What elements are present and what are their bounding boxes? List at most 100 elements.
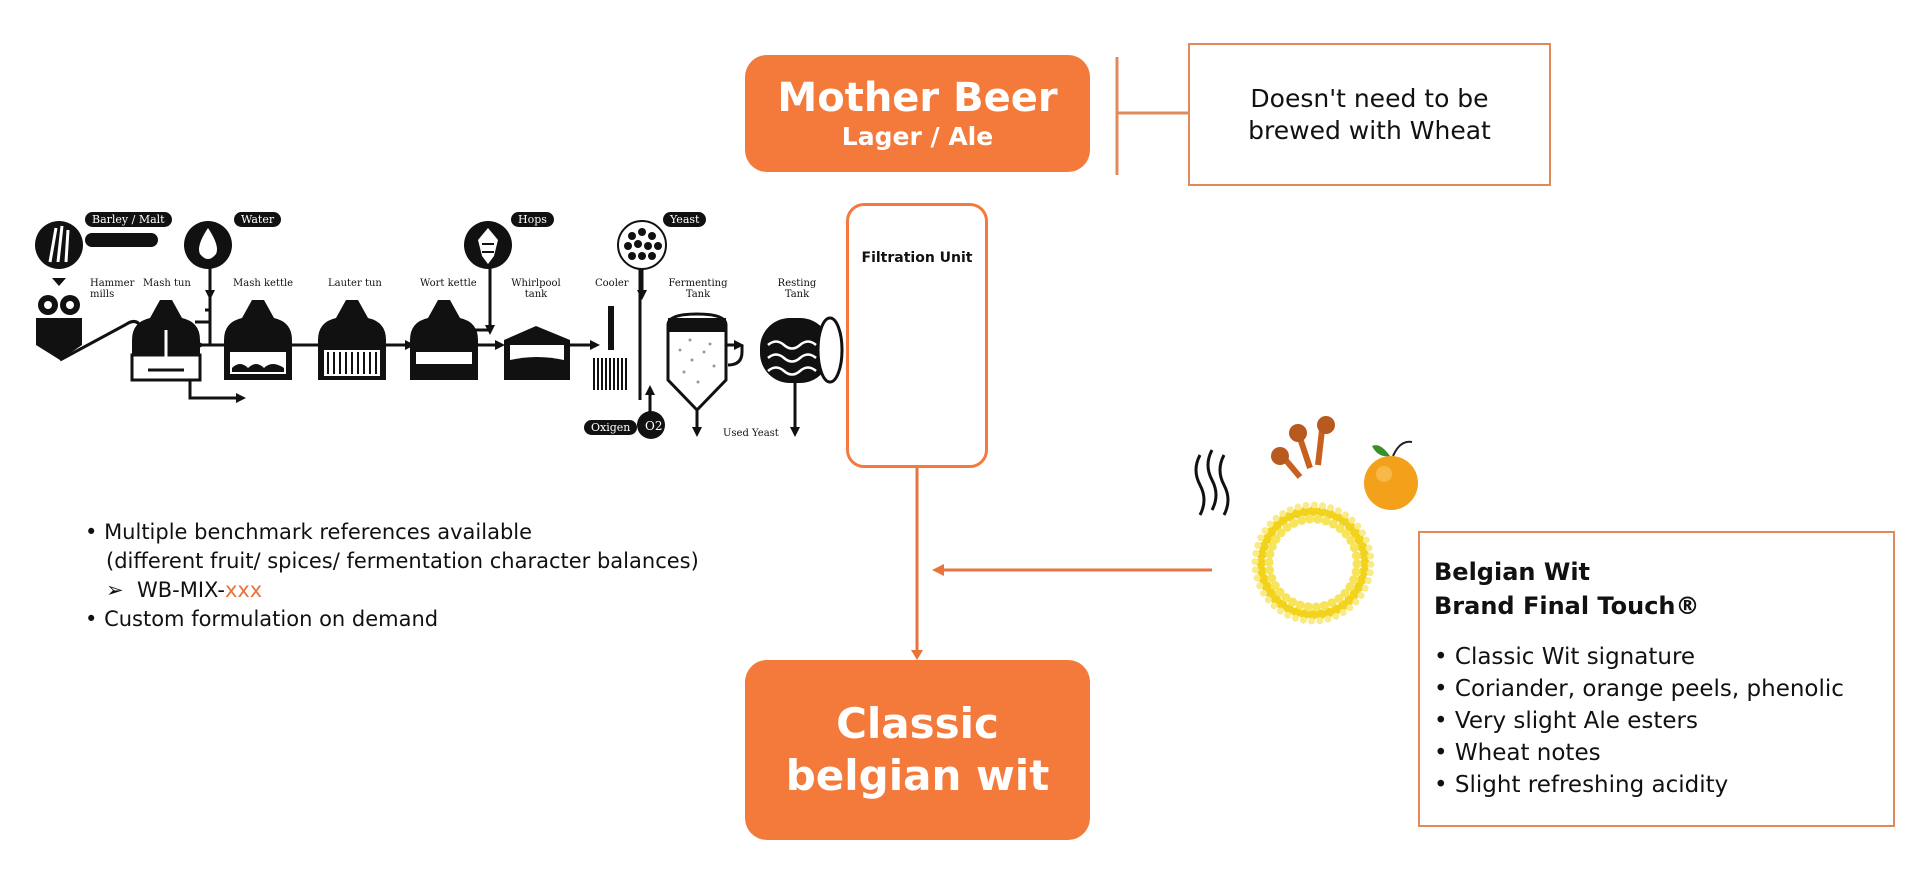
coriander-seed: [1294, 503, 1302, 511]
brand-feature-item: Slight refreshing acidity: [1434, 769, 1879, 801]
brand-feature-item: Wheat notes: [1434, 737, 1879, 769]
coriander-seed: [1284, 611, 1292, 619]
step-lauter-tun: Lauter tun: [328, 278, 382, 289]
benchmark-bullet-2: • Custom formulation on demand: [85, 607, 439, 631]
coriander-seed: [1261, 581, 1272, 592]
coriander-seed: [1257, 534, 1265, 542]
step-resting-tank: Resting Tank: [777, 278, 817, 300]
coriander-seed: [1348, 516, 1356, 524]
coriander-seed: [1321, 516, 1331, 526]
coriander-seed: [1331, 604, 1342, 615]
barley-malt-label: Barley / Malt: [85, 212, 172, 227]
coriander-seed: [1349, 575, 1359, 585]
coriander-seed: [1357, 592, 1365, 599]
coriander-seed: [1256, 582, 1264, 590]
coriander-seed: [1359, 550, 1370, 561]
brand-title: Belgian Wit Brand Final Touch®: [1434, 555, 1879, 623]
coriander-seed: [1316, 506, 1327, 517]
coriander-seed: [1256, 557, 1266, 568]
benchmark-notes: • Multiple benchmark references availabl…: [85, 518, 699, 634]
coriander-seed: [1352, 598, 1360, 606]
coriander-seed: [1299, 616, 1307, 624]
coriander-seed: [1282, 522, 1292, 532]
coriander-seed: [1354, 522, 1362, 530]
coriander-seed: [1284, 511, 1295, 522]
coriander-seed: [1265, 549, 1275, 559]
step-mash-tun: Mash tun: [143, 278, 191, 289]
coriander-seed: [1334, 507, 1342, 515]
step-cooler: Cooler: [595, 278, 629, 289]
coriander-seed: [1258, 541, 1269, 552]
coriander-seed: [1339, 609, 1347, 616]
brand-feature-list: Classic Wit signature Coriander, orange …: [1434, 641, 1879, 801]
coriander-seed: [1267, 573, 1277, 583]
coriander-seed: [1364, 577, 1372, 585]
step-mash-kettle: Mash kettle: [233, 278, 294, 289]
coriander-seed: [1276, 528, 1286, 538]
coriander-seed: [1308, 506, 1319, 516]
coriander-seed: [1362, 536, 1370, 544]
left-arrow-head: [932, 564, 944, 576]
coriander-seed: [1271, 534, 1281, 544]
coriander-seed: [1349, 543, 1359, 553]
benchmark-line-1: Multiple benchmark references available: [104, 520, 533, 544]
brand-final-touch-box: Belgian Wit Brand Final Touch® Classic W…: [1418, 531, 1895, 827]
mother-beer-box: Mother Beer Lager / Ale: [745, 55, 1090, 172]
coriander-seed: [1291, 607, 1302, 618]
coriander-seed: [1354, 534, 1365, 545]
coriander-seed: [1277, 607, 1284, 615]
wb-mix-suffix: xxx: [224, 578, 263, 602]
brand-feature-item: Very slight Ale esters: [1434, 705, 1879, 737]
coriander-seed: [1366, 569, 1374, 577]
coriander-seed: [1256, 549, 1267, 560]
classic-wit-line-1: Classic: [836, 699, 999, 748]
used-yeast-label: Used Yeast: [723, 428, 779, 439]
coriander-seed: [1286, 506, 1294, 514]
coriander-seed: [1316, 617, 1324, 625]
coriander-seed: [1324, 508, 1335, 519]
coriander-seed: [1361, 584, 1369, 592]
step-hammer-mills: Hammer mills: [90, 278, 135, 300]
wb-mix-prefix: WB-MIX-: [136, 578, 225, 602]
cooler-icon: [593, 306, 627, 390]
coriander-seed: [1267, 541, 1277, 551]
coriander-seed: [1291, 614, 1299, 622]
filtration-unit-title: Filtration Unit: [861, 250, 973, 266]
yeast-label: Yeast: [663, 212, 707, 227]
wort-kettle-icon: [410, 300, 478, 380]
coriander-seed: [1264, 596, 1272, 604]
step-fermenting-tank: Fermenting Tank: [668, 278, 728, 300]
clove-icon: [1271, 416, 1335, 479]
coriander-seed: [1359, 566, 1370, 577]
coriander-seed: [1266, 520, 1274, 528]
hammer-mill-icon: [36, 318, 82, 360]
coriander-seed: [1327, 504, 1335, 512]
coriander-seed: [1319, 502, 1327, 510]
mash-tun-icon: [130, 300, 202, 382]
filtration-unit-box: Filtration Unit: [846, 203, 988, 468]
coriander-seed: [1367, 552, 1375, 560]
whirlpool-tank-icon: [504, 326, 570, 380]
brand-feature-item: Classic Wit signature: [1434, 641, 1879, 673]
coriander-seed: [1319, 601, 1329, 610]
coriander-seed: [1272, 514, 1280, 522]
coriander-seed: [1351, 567, 1361, 577]
lauter-tun-icon: [318, 300, 386, 380]
coriander-seed: [1270, 602, 1278, 610]
coriander-seed: [1340, 588, 1350, 598]
coriander-seed: [1346, 604, 1354, 612]
classic-wit-line-2: belgian wit: [785, 751, 1050, 800]
coriander-seed: [1281, 593, 1291, 603]
coriander-seed: [1357, 542, 1368, 553]
brand-feature-item: Coriander, orange peels, phenolic: [1434, 673, 1879, 705]
coriander-seed: [1310, 501, 1318, 509]
coriander-seed: [1346, 536, 1356, 545]
pipe: [727, 345, 744, 367]
o2-label: O2: [645, 419, 662, 433]
coriander-seed: [1265, 565, 1275, 575]
coriander-seed: [1260, 589, 1267, 597]
coriander-seed: [1279, 510, 1287, 517]
coriander-seed: [1253, 574, 1261, 582]
mother-beer-title: Mother Beer: [777, 74, 1058, 121]
coriander-seed: [1297, 516, 1307, 525]
